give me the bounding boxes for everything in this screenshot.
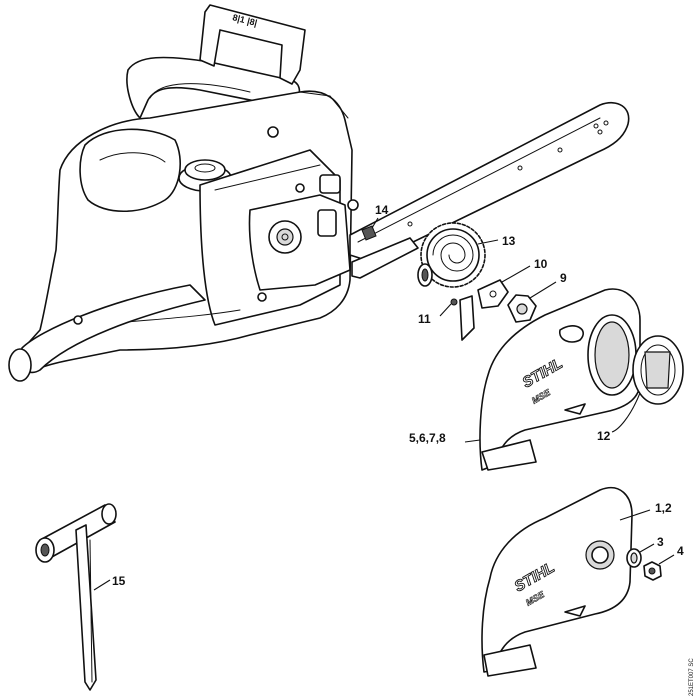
callout-15: 15 [112, 574, 126, 588]
part-11-bolt: 11 [418, 295, 475, 341]
part-1-2-sprocket-cover: STIHL MSE 1,2 [481, 487, 672, 677]
callout-9: 9 [560, 271, 567, 285]
part-9-tensioning-knob: 9 [507, 271, 567, 323]
callout-1-2: 1,2 [655, 501, 672, 515]
part-13-chain-wheel: 13 [417, 222, 516, 288]
callout-3: 3 [657, 535, 664, 549]
part-14-nut: 14 [361, 203, 389, 241]
callout-12: 12 [597, 429, 611, 443]
callout-5-6-7-8: 5,6,7,8 [409, 431, 446, 445]
part-3-washer: 3 [626, 535, 664, 568]
part-12-cover-cap: 12 [597, 335, 684, 443]
part-10-washer: 10 [477, 257, 548, 309]
callout-4: 4 [677, 544, 684, 558]
callout-14: 14 [375, 203, 389, 217]
chainsaw-body: 8|1 |8| [8, 4, 359, 382]
part-4-nut: 4 [643, 544, 684, 581]
callout-11: 11 [418, 312, 431, 326]
callout-10: 10 [534, 257, 548, 271]
guide-bar [349, 101, 630, 279]
part-5-6-7-8-sprocket-cover: STIHL MSE 5,6,7,8 [409, 288, 641, 471]
part-15-combination-wrench: 15 [35, 503, 126, 691]
drawing-number: 251ET007 SC [689, 658, 695, 696]
callout-13: 13 [502, 234, 516, 248]
